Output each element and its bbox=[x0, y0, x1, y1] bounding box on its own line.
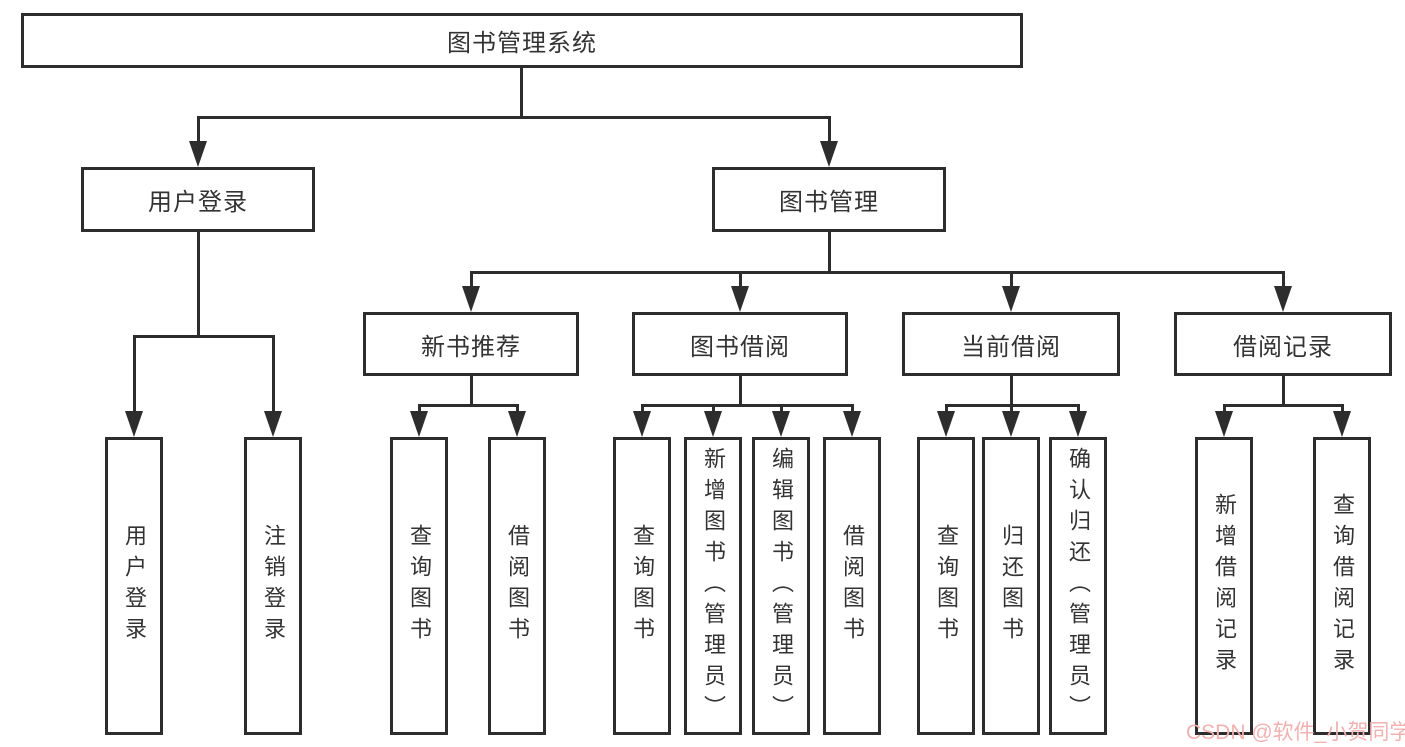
node-label: 用户登录 bbox=[148, 189, 248, 216]
connector-root-stem bbox=[520, 68, 523, 118]
leaf-label: 编辑图书（管理员） bbox=[769, 446, 794, 726]
node-book-management: 图书管理 bbox=[712, 167, 946, 232]
connector-borrow-records-stem bbox=[1282, 376, 1285, 406]
connector-book-borrow-stem bbox=[739, 376, 742, 406]
leaf-label: 查询借阅记录 bbox=[1330, 493, 1355, 679]
arrow-down-icon bbox=[1002, 286, 1020, 312]
arrow-down-icon bbox=[1069, 411, 1087, 437]
connector-arrow-stub bbox=[197, 116, 200, 146]
leaf-borrow-books-recommend: 借阅图书 bbox=[488, 437, 546, 735]
leaf-borrow-books: 借阅图书 bbox=[823, 437, 881, 735]
node-label: 新书推荐 bbox=[421, 333, 521, 361]
leaf-label: 用户登录 bbox=[122, 524, 147, 648]
arrow-down-icon bbox=[125, 411, 143, 437]
node-label: 借阅记录 bbox=[1233, 333, 1333, 361]
leaf-label: 注销登录 bbox=[261, 524, 286, 648]
arrow-down-icon bbox=[1215, 411, 1233, 437]
leaf-label: 借阅图书 bbox=[505, 524, 530, 648]
arrow-down-icon bbox=[704, 411, 722, 437]
arrow-down-icon bbox=[633, 411, 651, 437]
connector-arrow-stub bbox=[133, 335, 136, 415]
node-library-system-root: 图书管理系统 bbox=[21, 13, 1023, 68]
leaf-label: 借阅图书 bbox=[840, 524, 865, 648]
leaf-label: 新增借阅记录 bbox=[1212, 493, 1237, 679]
node-user-login: 用户登录 bbox=[81, 167, 315, 232]
node-current-borrow: 当前借阅 bbox=[902, 312, 1120, 376]
connector-arrow-stub bbox=[828, 116, 831, 146]
connector-new-book-stem bbox=[470, 376, 473, 406]
arrow-down-icon bbox=[843, 411, 861, 437]
arrow-down-icon bbox=[820, 141, 838, 167]
connector-current-borrow-stem bbox=[1010, 376, 1013, 406]
leaf-query-books-current: 查询图书 bbox=[917, 437, 975, 735]
leaf-label: 确认归还（管理员） bbox=[1066, 446, 1091, 726]
node-label: 图书管理系统 bbox=[447, 30, 597, 57]
connector-arrow-stub bbox=[1282, 271, 1285, 291]
arrow-down-icon bbox=[189, 141, 207, 167]
arrow-down-icon bbox=[1002, 411, 1020, 437]
node-book-borrow: 图书借阅 bbox=[632, 312, 848, 376]
node-label: 当前借阅 bbox=[961, 333, 1061, 361]
connector-arrow-stub bbox=[272, 335, 275, 415]
leaf-label: 查询图书 bbox=[407, 524, 432, 648]
connector-borrow-records-hline bbox=[1223, 404, 1344, 407]
leaf-label: 归还图书 bbox=[999, 524, 1024, 648]
leaf-add-book-admin: 新增图书（管理员） bbox=[684, 437, 742, 735]
connector-new-book-hline bbox=[418, 404, 519, 407]
connector-book-mgmt-stem bbox=[828, 232, 831, 273]
arrow-down-icon bbox=[508, 411, 526, 437]
arrow-down-icon bbox=[937, 411, 955, 437]
csdn-watermark: CSDN @软件_小贺同学 bbox=[1186, 721, 1405, 744]
leaf-label: 新增图书（管理员） bbox=[701, 446, 726, 726]
connector-level1-hline bbox=[197, 116, 831, 119]
connector-book-borrow-hline bbox=[641, 404, 854, 407]
leaf-edit-book-admin: 编辑图书（管理员） bbox=[752, 437, 810, 735]
node-label: 图书借阅 bbox=[690, 333, 790, 361]
leaf-user-login: 用户登录 bbox=[105, 437, 163, 735]
leaf-add-borrow-record: 新增借阅记录 bbox=[1195, 437, 1253, 735]
arrow-down-icon bbox=[410, 411, 428, 437]
arrow-down-icon bbox=[462, 286, 480, 312]
arrow-down-icon bbox=[731, 286, 749, 312]
leaf-logout: 注销登录 bbox=[244, 437, 302, 735]
connector-arrow-stub bbox=[470, 271, 473, 291]
leaf-label: 查询图书 bbox=[934, 524, 959, 648]
arrow-down-icon bbox=[1333, 411, 1351, 437]
leaf-label: 查询图书 bbox=[630, 524, 655, 648]
arrow-down-icon bbox=[772, 411, 790, 437]
arrow-down-icon bbox=[264, 411, 282, 437]
connector-arrow-stub bbox=[739, 271, 742, 291]
node-label: 图书管理 bbox=[779, 189, 879, 216]
node-borrow-records: 借阅记录 bbox=[1174, 312, 1392, 376]
arrow-down-icon bbox=[1274, 286, 1292, 312]
leaf-query-books-borrow: 查询图书 bbox=[613, 437, 671, 735]
leaf-return-book: 归还图书 bbox=[982, 437, 1040, 735]
connector-user-login-stem bbox=[197, 232, 200, 337]
connector-level2-hline bbox=[470, 271, 1284, 274]
connector-user-login-hline bbox=[133, 335, 275, 338]
leaf-query-books-recommend: 查询图书 bbox=[390, 437, 448, 735]
leaf-confirm-return-admin: 确认归还（管理员） bbox=[1049, 437, 1107, 735]
node-new-book-recommend: 新书推荐 bbox=[363, 312, 579, 376]
leaf-query-borrow-record: 查询借阅记录 bbox=[1313, 437, 1371, 735]
connector-arrow-stub bbox=[1010, 271, 1013, 291]
